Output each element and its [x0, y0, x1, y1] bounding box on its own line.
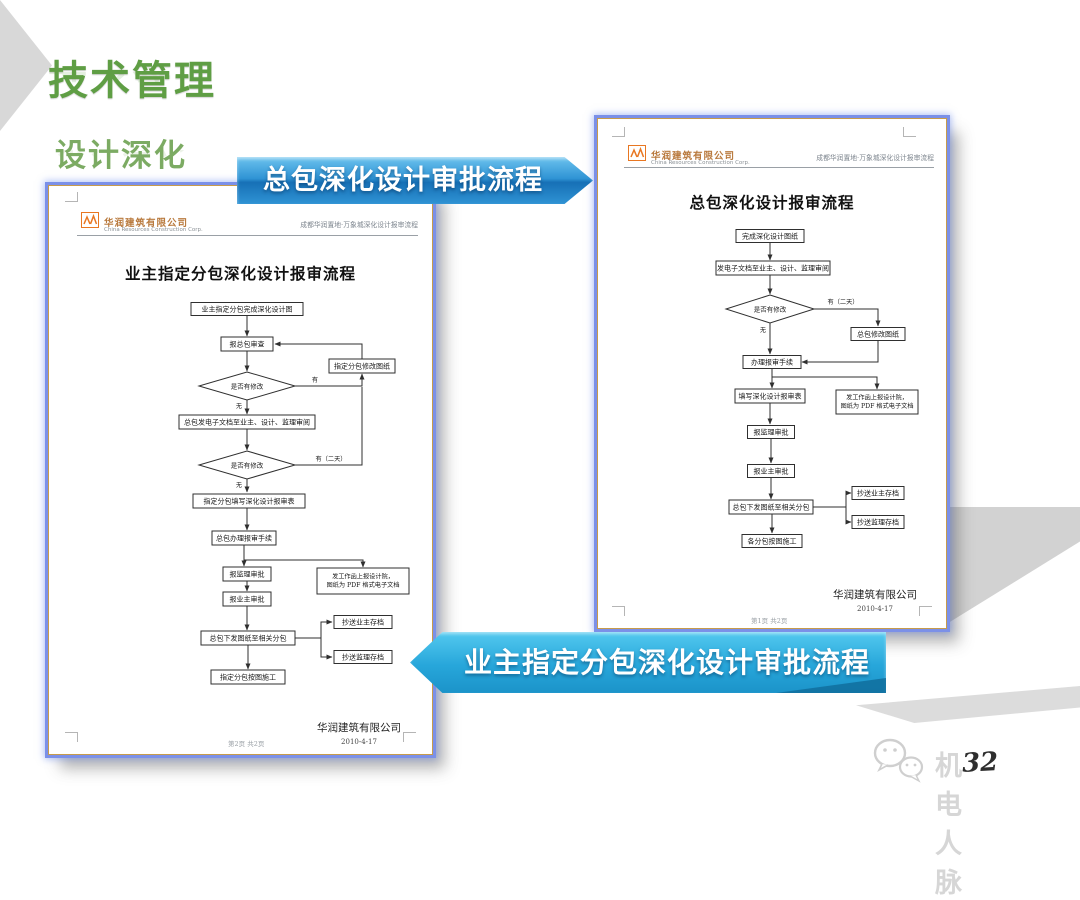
page-corner-mark — [919, 606, 932, 616]
left-chevron-decoration — [0, 0, 52, 131]
page-corner-mark — [403, 732, 416, 742]
banner-bottom-label: 业主指定分包深化设计审批流程 — [463, 646, 870, 679]
svg-text:抄送监理存档: 抄送监理存档 — [857, 517, 899, 526]
svg-text:抄送业主存档: 抄送业主存档 — [857, 488, 899, 497]
banner-fold — [776, 678, 886, 693]
document-title: 业主指定分包深化设计报审流程 — [124, 264, 356, 283]
svg-text:有（二天）: 有（二天） — [316, 455, 347, 463]
header-rule — [624, 167, 934, 168]
svg-text:报监理审批: 报监理审批 — [230, 569, 265, 578]
svg-text:总包发电子文档至业主、设计、监理审阅: 总包发电子文档至业主、设计、监理审阅 — [184, 417, 310, 426]
svg-text:有（二天）: 有（二天） — [828, 298, 859, 306]
slide-title: 技术管理 — [48, 58, 216, 104]
svg-text:报业主审批: 报业主审批 — [754, 466, 789, 475]
svg-text:是否有修改: 是否有修改 — [231, 460, 264, 469]
bottom-swoosh-decoration — [856, 686, 1080, 723]
flowchart-left: 业主指定分包完成深化设计图报总包审查指定分包修改图纸是否有修改总包发电子文档至业… — [178, 302, 410, 685]
svg-text:有: 有 — [312, 376, 318, 384]
svg-text:无: 无 — [236, 403, 242, 410]
footer-company: 华润建筑有限公司 — [833, 589, 917, 601]
footer-page: 第2页 共2页 — [228, 740, 265, 748]
svg-text:完成深化设计图纸: 完成深化设计图纸 — [742, 231, 798, 240]
page-corner-mark — [65, 192, 78, 202]
company-name: 华润建筑有限公司 — [104, 218, 189, 229]
svg-text:总包下发图纸至相关分包: 总包下发图纸至相关分包 — [210, 633, 287, 642]
header-rule — [77, 235, 418, 236]
company-name: 华润建筑有限公司 — [651, 151, 736, 162]
svg-text:发电子文档至业主、设计、监理审阅: 发电子文档至业主、设计、监理审阅 — [717, 263, 829, 272]
svg-text:总包下发图纸至相关分包: 总包下发图纸至相关分包 — [733, 502, 810, 511]
svg-text:发工作函上报设计院，图纸为 PDF 格式电子文档: 发工作函上报设计院，图纸为 PDF 格式电子文档 — [326, 573, 399, 590]
svg-text:指定分包填写深化设计报审表: 指定分包填写深化设计报审表 — [204, 496, 295, 505]
svg-text:办理报审手续: 办理报审手续 — [751, 357, 793, 366]
cr-mountain-logo-icon — [81, 212, 99, 228]
wechat-bubbles-icon — [873, 738, 924, 783]
svg-text:总包修改图纸: 总包修改图纸 — [857, 329, 899, 338]
footer-date: 2010-4-17 — [857, 605, 893, 613]
svg-text:无: 无 — [760, 327, 766, 334]
document-footer: 华润建筑有限公司 2010-4-17 — [304, 720, 414, 746]
company-name-en: China Resources Construction Corp. — [651, 160, 750, 166]
svg-text:指定分包修改图纸: 指定分包修改图纸 — [334, 361, 390, 370]
document-title: 总包深化设计报审流程 — [689, 193, 855, 212]
svg-text:发工作函上报设计院，图纸为 PDF 格式电子文档: 发工作函上报设计院，图纸为 PDF 格式电子文档 — [840, 394, 913, 411]
svg-text:填写深化设计报审表: 填写深化设计报审表 — [739, 391, 802, 400]
svg-text:是否有修改: 是否有修改 — [754, 304, 787, 313]
page-corner-mark — [612, 606, 625, 616]
footer-page: 第1页 共2页 — [751, 617, 788, 625]
company-name-en: China Resources Construction Corp. — [104, 227, 203, 233]
svg-text:报业主审批: 报业主审批 — [230, 594, 265, 603]
svg-text:是否有修改: 是否有修改 — [231, 381, 264, 390]
page-corner-mark — [65, 732, 78, 742]
svg-text:报监理审批: 报监理审批 — [754, 427, 789, 436]
watermark: 机电人脉 — [868, 736, 962, 899]
footer-company: 华润建筑有限公司 — [317, 722, 401, 734]
document-footer: 华润建筑有限公司 2010-4-17 — [820, 587, 930, 613]
slide-title-reflection: 技术管理 — [48, 72, 216, 94]
right-wedge-decoration — [940, 507, 1080, 622]
document-left: 华润建筑有限公司 China Resources Construction Co… — [48, 185, 433, 755]
flowchart-right: 完成深化设计图纸发电子文档至业主、设计、监理审阅是否有修改总包修改图纸办理报审手… — [715, 229, 919, 548]
page-corner-mark — [612, 127, 625, 137]
page-corner-mark — [903, 127, 916, 137]
footer-date: 2010-4-17 — [341, 738, 377, 746]
project-label: 成都华润置地·万象城深化设计报审流程 — [816, 154, 934, 162]
slide-subtitle-reflection: 设计深化 — [55, 150, 187, 166]
slide-subtitle: 设计深化 — [55, 138, 187, 174]
banner-bottom: 业主指定分包深化设计审批流程 — [410, 632, 886, 693]
svg-text:总包办理报审手续: 总包办理报审手续 — [216, 533, 272, 542]
document-right: 华润建筑有限公司 China Resources Construction Co… — [597, 118, 947, 629]
banner-top: 总包深化设计审批流程 — [237, 157, 593, 204]
svg-text:各分包按图施工: 各分包按图施工 — [748, 536, 797, 545]
svg-text:业主指定分包完成深化设计图: 业主指定分包完成深化设计图 — [202, 304, 293, 313]
svg-text:无: 无 — [236, 482, 242, 489]
page-number: 32 — [961, 747, 999, 779]
svg-text:抄送业主存档: 抄送业主存档 — [342, 617, 384, 626]
svg-text:指定分包按图施工: 指定分包按图施工 — [220, 672, 276, 681]
svg-text:抄送监理存档: 抄送监理存档 — [342, 652, 384, 661]
cr-mountain-logo-icon — [628, 145, 646, 161]
project-label: 成都华润置地·万象城深化设计报审流程 — [300, 221, 418, 229]
svg-text:报总包审查: 报总包审查 — [230, 339, 265, 348]
